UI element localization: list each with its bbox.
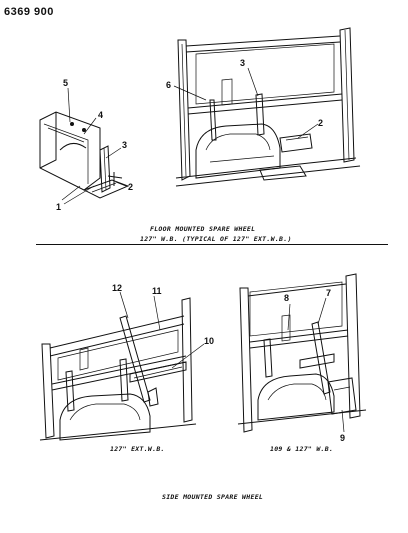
callout-11: 11	[152, 286, 162, 296]
callout-3: 3	[122, 140, 127, 150]
callout-3b: 3	[240, 58, 245, 68]
side-mount-wb-illustration: 8 7 9	[237, 273, 367, 443]
floor-mount-caption-title: FLOOR MOUNTED SPARE WHEEL	[150, 225, 256, 233]
callout-4: 4	[98, 110, 103, 120]
ext-wb-caption: 127" EXT.W.B.	[110, 445, 165, 453]
floor-mount-van-illustration: 6 3 2	[166, 27, 361, 187]
callout-6: 6	[166, 80, 171, 90]
part-number: 6369 900	[4, 6, 54, 18]
wb-caption: 109 & 127" W.B.	[270, 445, 334, 453]
callout-7: 7	[326, 288, 331, 298]
section-divider	[36, 244, 388, 245]
side-mount-caption-title: SIDE MOUNTED SPARE WHEEL	[162, 493, 264, 501]
bracket-detail-illustration: 5 4 3 2 1	[39, 78, 133, 212]
callout-10: 10	[204, 336, 214, 346]
side-mount-ext-wb-illustration: 12 11 10	[39, 283, 214, 441]
callout-2: 2	[128, 182, 133, 192]
callout-12: 12	[112, 283, 122, 293]
callout-1: 1	[56, 202, 61, 212]
callout-9: 9	[340, 433, 345, 443]
callout-2b: 2	[318, 118, 323, 128]
callout-8: 8	[284, 293, 289, 303]
callout-5: 5	[63, 78, 68, 88]
floor-mount-caption-subtitle: 127" W.B. (TYPICAL OF 127" EXT.W.B.)	[140, 235, 292, 243]
